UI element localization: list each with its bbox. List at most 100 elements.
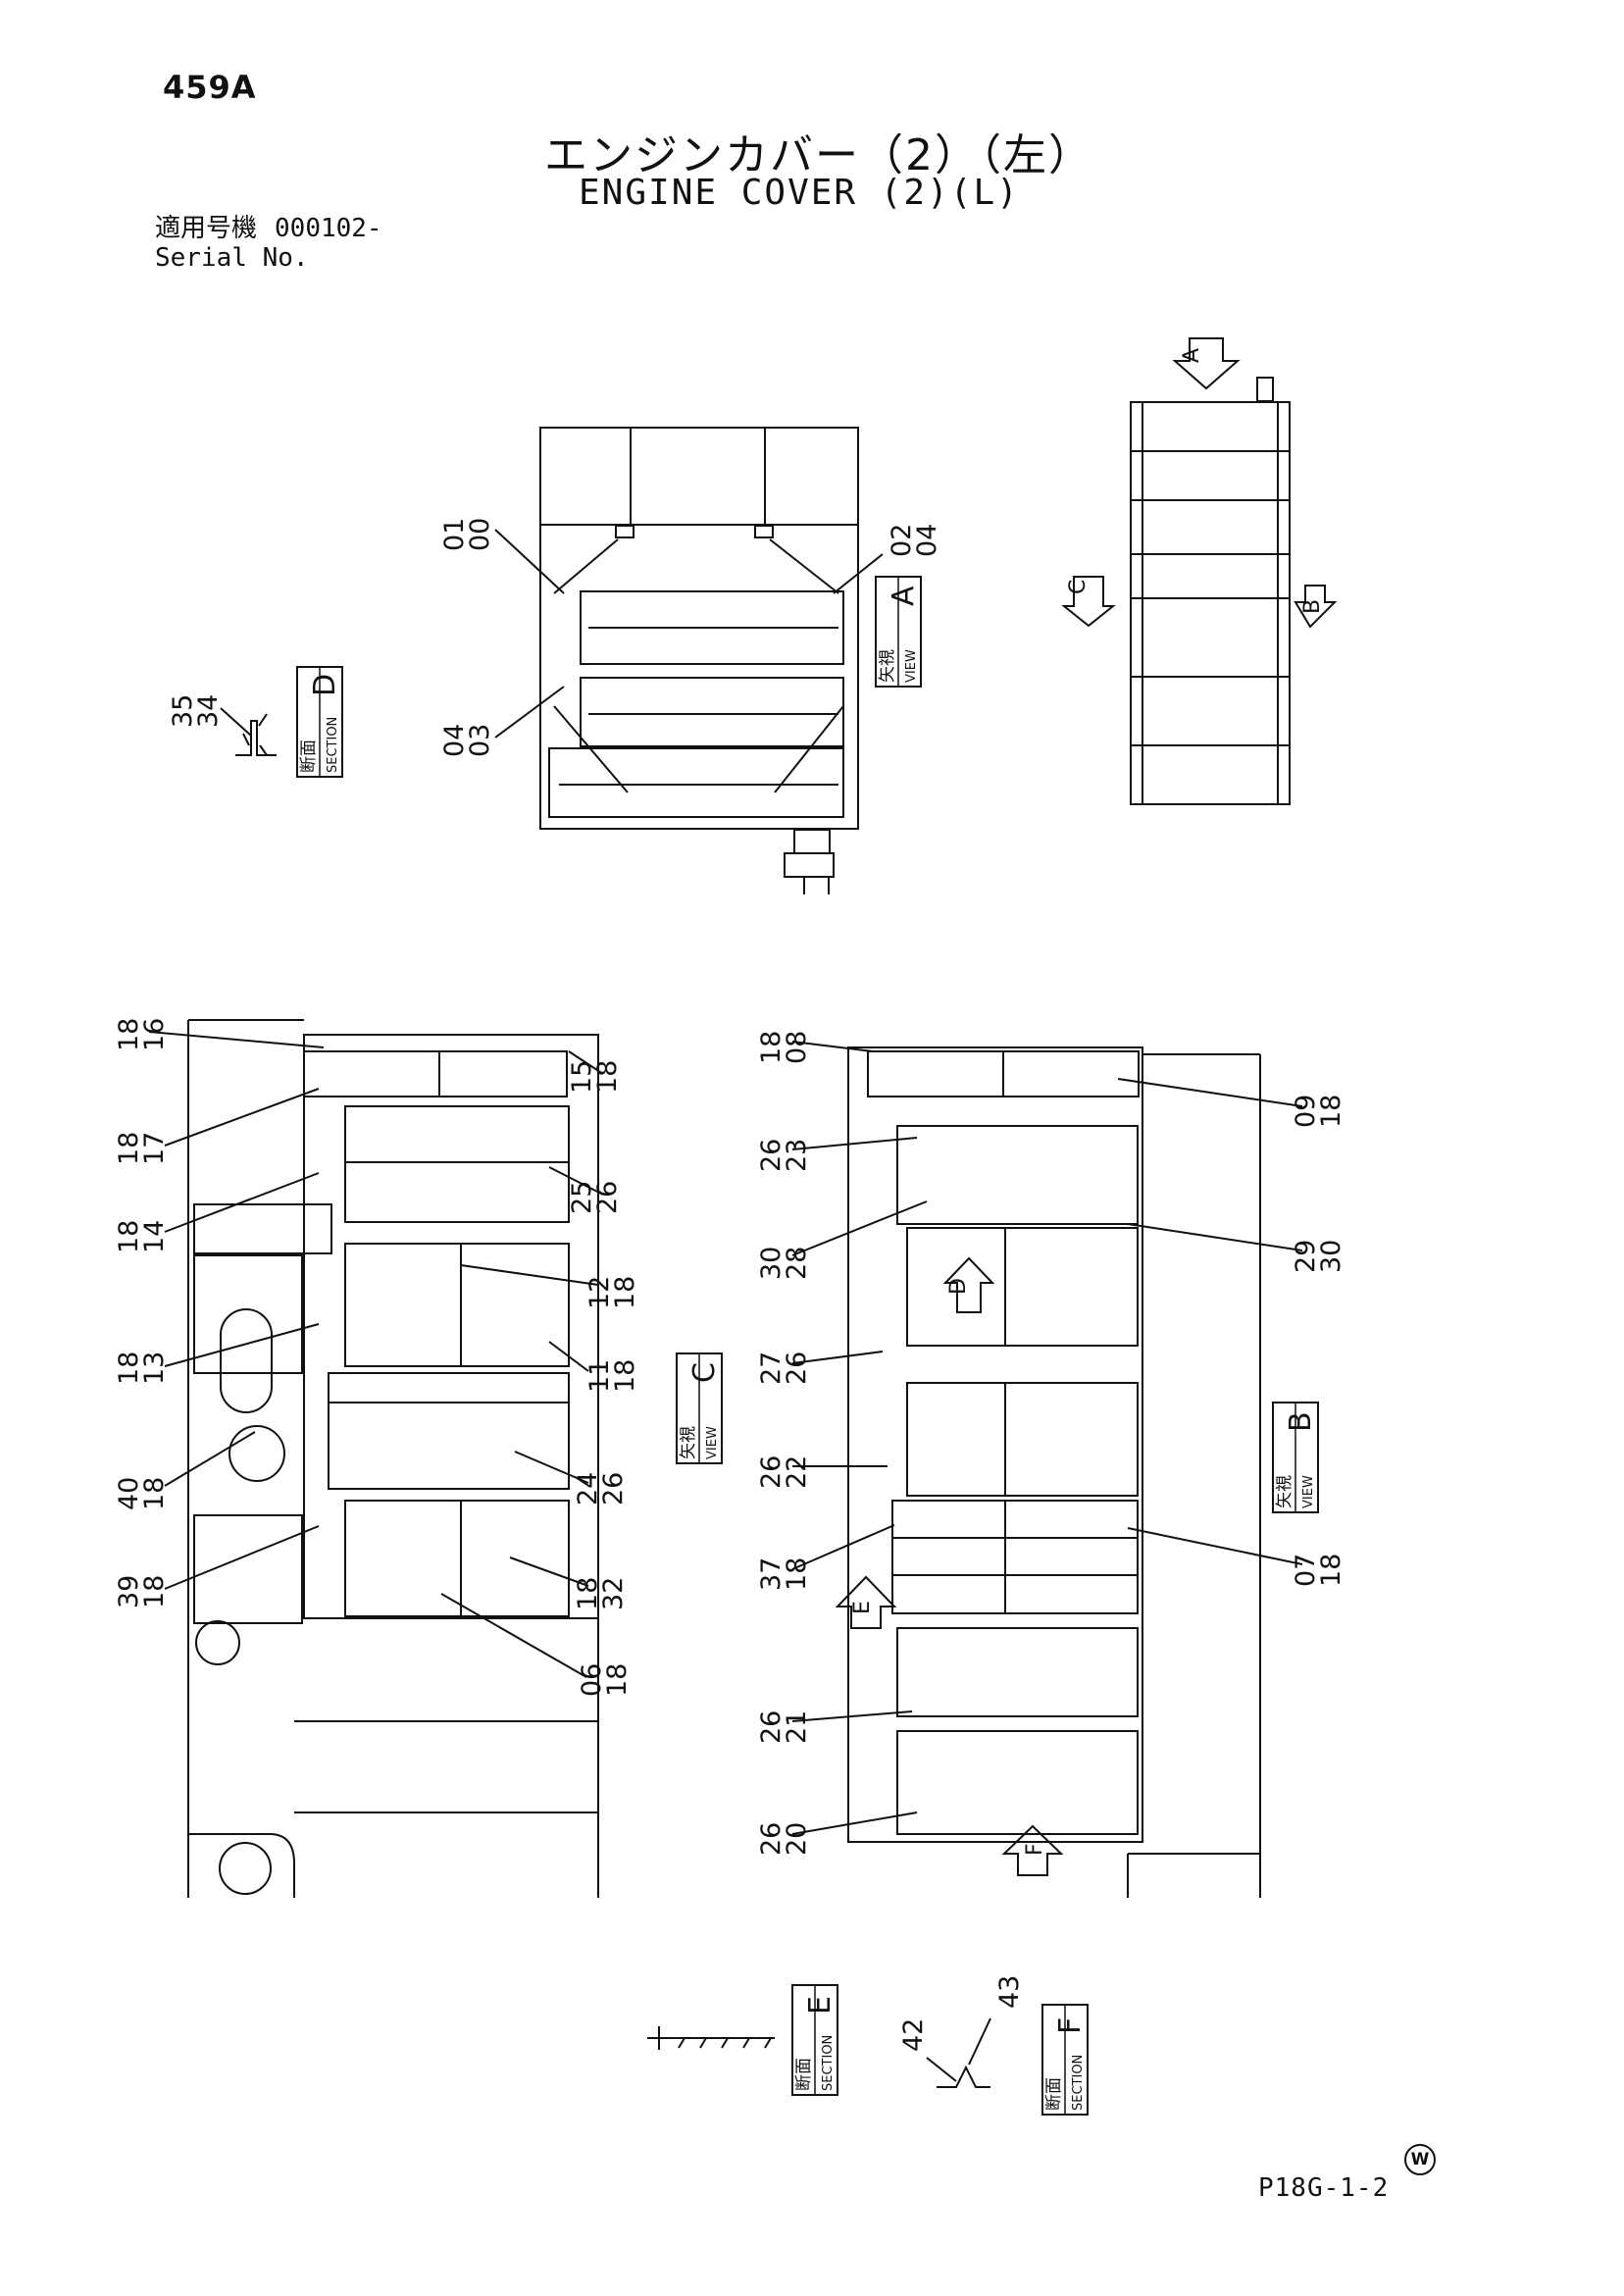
cover-panel [303,1050,440,1097]
page-title-english: ENGINE COVER (2)(L) [579,173,1020,213]
serial-number-value: 000102- [275,214,382,243]
tag-japanese: 矢視 [1275,1475,1294,1508]
leader-line [1127,1223,1303,1251]
profile-teeth [678,2037,772,2049]
leader-line [509,1556,589,1587]
callout-number: 40 [114,1477,144,1510]
diagonal-brace [774,705,844,793]
arrow-d [942,1256,995,1313]
callout-number: 18 [1316,1095,1346,1128]
callout-43: 43 [994,1975,1025,2009]
tag-letter: F [1053,2017,1088,2034]
callout-number: 09 [1291,1095,1321,1128]
leader-line [791,1524,895,1570]
frame-curve [188,1833,295,1898]
callout-number: 18 [592,1060,623,1094]
callout-number: 07 [1291,1554,1321,1587]
tag-japanese: 断面 [1044,2077,1064,2111]
cover-panel [344,1243,570,1367]
tag-english: SECTION [821,2035,836,2091]
round-cutout [228,1425,285,1482]
leader-line [164,1431,256,1487]
callout-number: 18 [114,1132,144,1165]
side-frame-outline [1130,401,1291,805]
top-cover-outline [539,427,859,526]
cover-panel [896,1730,1139,1835]
callout-number: 18 [573,1577,603,1610]
leader-line [164,1088,320,1147]
tag-english: VIEW [904,649,919,683]
tag-letter: C [687,1362,722,1383]
view-tag-e: E 断面 SECTION [791,1984,838,2096]
cover-outline [847,1046,1143,1843]
arrow-e [835,1575,897,1629]
tag-japanese: 矢視 [878,649,897,683]
page-title-japanese: エンジンカバー（2）（左） [544,130,1093,180]
top-panel [580,677,844,747]
callout-number: 11 [584,1359,615,1393]
arrow-letter-e: E [850,1601,875,1614]
louver-panel [906,1382,1139,1497]
callout-number: 18 [1316,1554,1346,1587]
bracket [793,829,831,854]
arrow-a [1172,337,1241,390]
hinge-block [615,525,634,538]
callout-number: 18 [114,1352,144,1385]
tag-english: SECTION [1071,2055,1086,2111]
callout-number: 16 [139,1018,170,1051]
top-right-assembly [1130,377,1291,805]
leader-line [791,1811,918,1835]
leader-line [791,1710,913,1722]
callout-number: 29 [1291,1240,1321,1273]
callout-number: 06 [577,1663,607,1697]
tag-japanese: 矢視 [679,1426,698,1459]
leader-line [1127,1527,1303,1565]
view-arrows-top [1061,337,1338,629]
callout-number: 18 [114,1018,144,1051]
callout-number: 03 [465,724,495,757]
callout-number: 42 [898,2018,929,2052]
tag-japanese: 断面 [794,2058,814,2091]
leader-line [833,553,884,594]
view-tag-f: F 断面 SECTION [1041,2004,1089,2116]
leader-line [494,686,565,739]
callout-number: 24 [573,1472,603,1505]
top-panel [580,590,844,665]
right-main-view [791,1041,1303,1898]
clip-profile [235,720,277,756]
callout-number: 26 [592,1181,623,1214]
callout-number: 15 [567,1060,597,1094]
cover-panel [896,1125,1139,1225]
leader-line [926,2057,957,2082]
leader-line [791,1200,928,1256]
callout-number: 32 [598,1577,629,1610]
profile-line [937,2065,990,2088]
callout-number: 02 [887,524,917,557]
round-cutout [219,1842,272,1895]
tag-english: VIEW [1301,1475,1316,1508]
hinge-block [754,525,774,538]
callout-number: 18 [602,1663,633,1697]
cover-panel [328,1372,570,1490]
ellipse-cutout [220,1308,273,1413]
tag-letter: E [803,1996,837,2015]
callout-number: 01 [439,518,470,551]
callout-number: 20 [782,1822,812,1856]
callout-number: 30 [1316,1240,1346,1273]
callout-number: 37 [756,1557,787,1591]
tag-japanese: 断面 [299,740,319,773]
